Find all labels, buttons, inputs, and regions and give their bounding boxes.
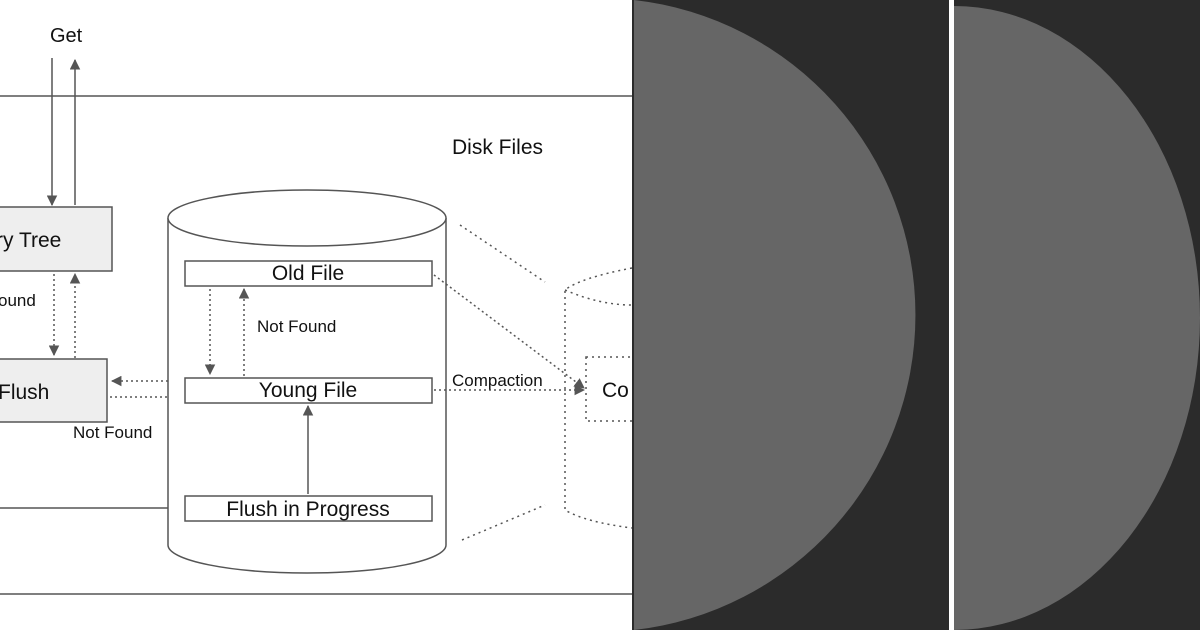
young-file-label: Young File (259, 379, 357, 402)
found-fragment-label: ound (0, 291, 36, 310)
disk-files-label: Disk Files (452, 136, 543, 159)
overlay-disc-right (954, 6, 1200, 630)
not-found-left-label: Not Found (73, 423, 152, 442)
not-found-mid-label: Not Found (257, 317, 336, 336)
old-file-label: Old File (272, 262, 344, 285)
young-file-box (184, 377, 433, 404)
overlay-panel-left (632, 0, 949, 630)
flush-label: Flush (0, 381, 49, 404)
overlay-disc-left (634, 0, 916, 630)
compaction-cylinder-top (564, 289, 633, 306)
compaction-target-label: Co (602, 379, 629, 402)
flush-box (0, 358, 108, 423)
compaction-guide-top (459, 224, 546, 283)
compaction-label: Compaction (452, 371, 543, 390)
compaction-cylinder-outline (564, 267, 633, 529)
memory-tree-label: ry Tree (0, 229, 61, 252)
old-to-compaction-arrow (433, 274, 585, 389)
flush-in-progress-box (184, 495, 433, 522)
overlay-divider (949, 0, 954, 630)
disk-cylinder-top (167, 189, 447, 247)
old-file-box (184, 260, 433, 287)
get-label: Get (50, 25, 83, 47)
flush-in-progress-label: Flush in Progress (226, 498, 389, 521)
memory-tree-box (0, 206, 113, 272)
compaction-guide-bottom (461, 504, 546, 541)
overlay-panel-right (954, 0, 1200, 630)
